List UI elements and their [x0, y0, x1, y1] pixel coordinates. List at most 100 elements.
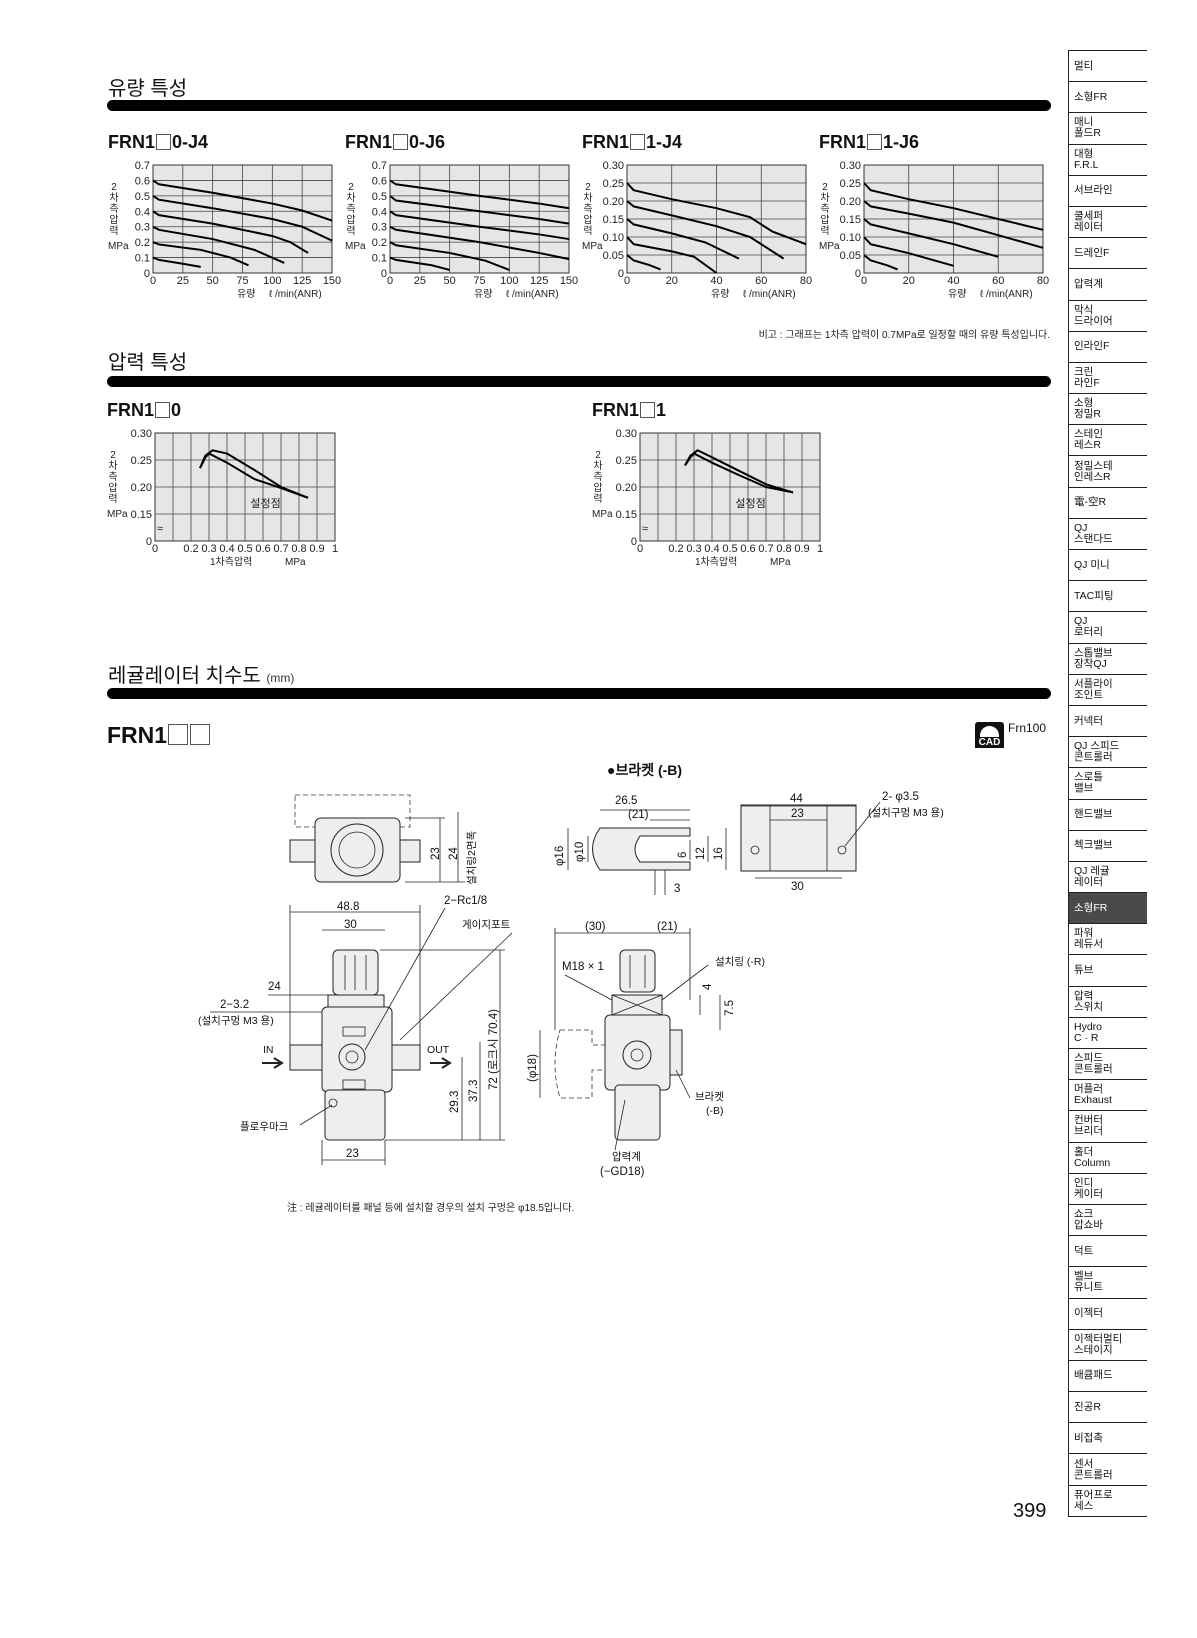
- x-tick-label: 75: [236, 275, 248, 287]
- sidebar-item[interactable]: 컨버터 브리더: [1068, 1111, 1147, 1143]
- placeholder-box: [156, 134, 172, 150]
- sidebar-item[interactable]: 드레인F: [1068, 238, 1147, 270]
- sidebar-item[interactable]: 압력계: [1068, 269, 1147, 301]
- sidebar-item[interactable]: 스로틀 밸브: [1068, 768, 1147, 800]
- dim-21: (21): [657, 921, 678, 933]
- sidebar-item[interactable]: 이젝터: [1068, 1298, 1147, 1330]
- y-tick-label: 0.6: [372, 175, 387, 187]
- x-tick-label: 125: [293, 275, 311, 287]
- model-title: FRN1: [107, 722, 211, 749]
- sidebar-item[interactable]: Hydro C · R: [1068, 1017, 1147, 1049]
- sidebar-item[interactable]: 핸드밸브: [1068, 799, 1147, 831]
- sidebar-item[interactable]: 소형 정밀R: [1068, 394, 1147, 426]
- y-tick-label: 0: [618, 268, 624, 280]
- sidebar-item[interactable]: 스톱밸브 장착QJ: [1068, 643, 1147, 675]
- sidebar-item[interactable]: 크린 라인F: [1068, 362, 1147, 395]
- sidebar-item[interactable]: 튜브: [1068, 955, 1147, 987]
- sidebar-item[interactable]: 대형 F.R.L: [1068, 144, 1147, 176]
- sidebar-item[interactable]: QJ 레귤 레이터: [1068, 861, 1147, 894]
- series-line-0.1: [152, 256, 201, 268]
- sidebar-item[interactable]: 배큠패드: [1068, 1360, 1147, 1393]
- series-line-0.4: [389, 210, 570, 241]
- x-axis-label: 유량: [948, 289, 967, 300]
- sidebar-item[interactable]: 소형FR: [1068, 82, 1147, 114]
- dim-4: 4: [702, 983, 714, 990]
- section-title-flow: 유량 특성: [108, 78, 188, 100]
- sidebar-item[interactable]: 비접촉: [1068, 1423, 1147, 1455]
- y-tick-label: 0.10: [603, 232, 624, 244]
- sidebar-item[interactable]: 소형FR: [1068, 893, 1147, 925]
- x-tick-label: 40: [947, 275, 959, 287]
- sidebar-item[interactable]: QJ 스탠다드: [1068, 518, 1147, 550]
- sidebar-item[interactable]: TAC피팅: [1068, 581, 1147, 613]
- sidebar-item[interactable]: 인디 케이터: [1068, 1173, 1147, 1205]
- sidebar-item[interactable]: 첵크밸브: [1068, 830, 1147, 862]
- sidebar-item[interactable]: 서브라인: [1068, 175, 1147, 207]
- front-view: 48.8 30 2−Rc1/8 게이지포트 24 2−3.2 (설치구멍 M3 …: [198, 895, 513, 1165]
- sidebar-item[interactable]: 홀더 Column: [1068, 1142, 1147, 1174]
- sidebar-item[interactable]: 인라인F: [1068, 331, 1147, 363]
- series-line-upper: [684, 449, 794, 494]
- placeholder-box: [867, 134, 883, 150]
- y-tick-label: 0.25: [616, 455, 637, 467]
- y-tick-label: 0: [381, 268, 387, 280]
- dims-title: 레귤레이터 치수도: [108, 665, 261, 687]
- sidebar-item[interactable]: 센서 콘트롤러: [1068, 1454, 1147, 1486]
- cad-code[interactable]: Frn100: [1008, 721, 1047, 735]
- sidebar-item[interactable]: 쇼크 압쇼바: [1068, 1204, 1147, 1237]
- y-tick-label: 0.15: [603, 214, 624, 226]
- dim-37-3: 37.3: [468, 1080, 480, 1102]
- dim-phi18: (φ18): [527, 1054, 539, 1082]
- sidebar-item[interactable]: QJ 로터리: [1068, 612, 1147, 644]
- section-divider: [107, 688, 1051, 699]
- sidebar-item[interactable]: 파워 레듀서: [1068, 924, 1147, 956]
- sidebar-item[interactable]: 커넥터: [1068, 705, 1147, 738]
- cad-icon[interactable]: CAD: [975, 722, 1004, 748]
- y-tick-label: 0.7: [372, 160, 387, 172]
- sidebar-item[interactable]: 매니 폴드R: [1068, 113, 1147, 145]
- y-tick-label: 0.15: [616, 509, 637, 521]
- x-axis-unit: MPa: [285, 557, 306, 568]
- dims-unit: (mm): [266, 671, 295, 685]
- dim-16: 16: [713, 847, 725, 860]
- gauge-port-label: 게이지포트: [462, 919, 511, 931]
- sidebar-item[interactable]: 스피드 콘트롤러: [1068, 1049, 1147, 1081]
- x-tick-label: 20: [903, 275, 915, 287]
- sidebar-item[interactable]: 電-空R: [1068, 487, 1147, 519]
- sidebar-item[interactable]: 진공R: [1068, 1392, 1147, 1424]
- chart-title-prefix: FRN1: [108, 132, 156, 152]
- series-line-0.6: [389, 179, 570, 210]
- sidebar-item[interactable]: QJ 미니: [1068, 550, 1147, 582]
- chart-title-suffix: 1: [656, 400, 667, 420]
- chart-title-suffix: 0-J6: [409, 132, 446, 152]
- sidebar-item[interactable]: QJ 스피드 콘트롤러: [1068, 737, 1147, 769]
- out-label: OUT: [427, 1044, 450, 1056]
- sidebar-item[interactable]: 퓨어프로 세스: [1068, 1485, 1147, 1517]
- sidebar-item[interactable]: 덕트: [1068, 1236, 1147, 1268]
- x-axis-unit: ℓ /min(ANR): [743, 289, 796, 300]
- x-tick-label: 0: [861, 275, 867, 287]
- y-tick-label: 0.20: [603, 196, 624, 208]
- y-axis-unit: MPa: [107, 509, 128, 520]
- sidebar-item[interactable]: 쿨세퍼 레이터: [1068, 206, 1147, 239]
- x-tick-label: 0.4: [219, 543, 234, 555]
- sidebar-item[interactable]: 머플러 Exhaust: [1068, 1080, 1147, 1112]
- sidebar-item[interactable]: 스테인 레스R: [1068, 425, 1147, 457]
- flow-mark-label: 플로우마크: [240, 1121, 289, 1133]
- section-divider: [107, 100, 1051, 111]
- series-line-0.5: [152, 195, 333, 242]
- installation-note: 注 : 레귤레이터를 패널 등에 설치할 경우의 설치 구멍은 φ18.5입니다…: [287, 1203, 575, 1214]
- sidebar-item[interactable]: 정밀스테 인레스R: [1068, 456, 1147, 488]
- sidebar-item[interactable]: 압력 스위치: [1068, 986, 1147, 1018]
- placeholder-box: [640, 402, 656, 418]
- sidebar-item[interactable]: 막식 드라이어: [1068, 300, 1147, 332]
- sidebar-item[interactable]: 서플라이 조인트: [1068, 674, 1147, 706]
- x-tick-label: 1: [332, 543, 338, 555]
- sidebar-item[interactable]: 벨브 유니트: [1068, 1267, 1147, 1299]
- sidebar-item[interactable]: 멀티: [1068, 51, 1147, 83]
- sidebar-item[interactable]: 이젝터멀티 스테이지: [1068, 1329, 1147, 1361]
